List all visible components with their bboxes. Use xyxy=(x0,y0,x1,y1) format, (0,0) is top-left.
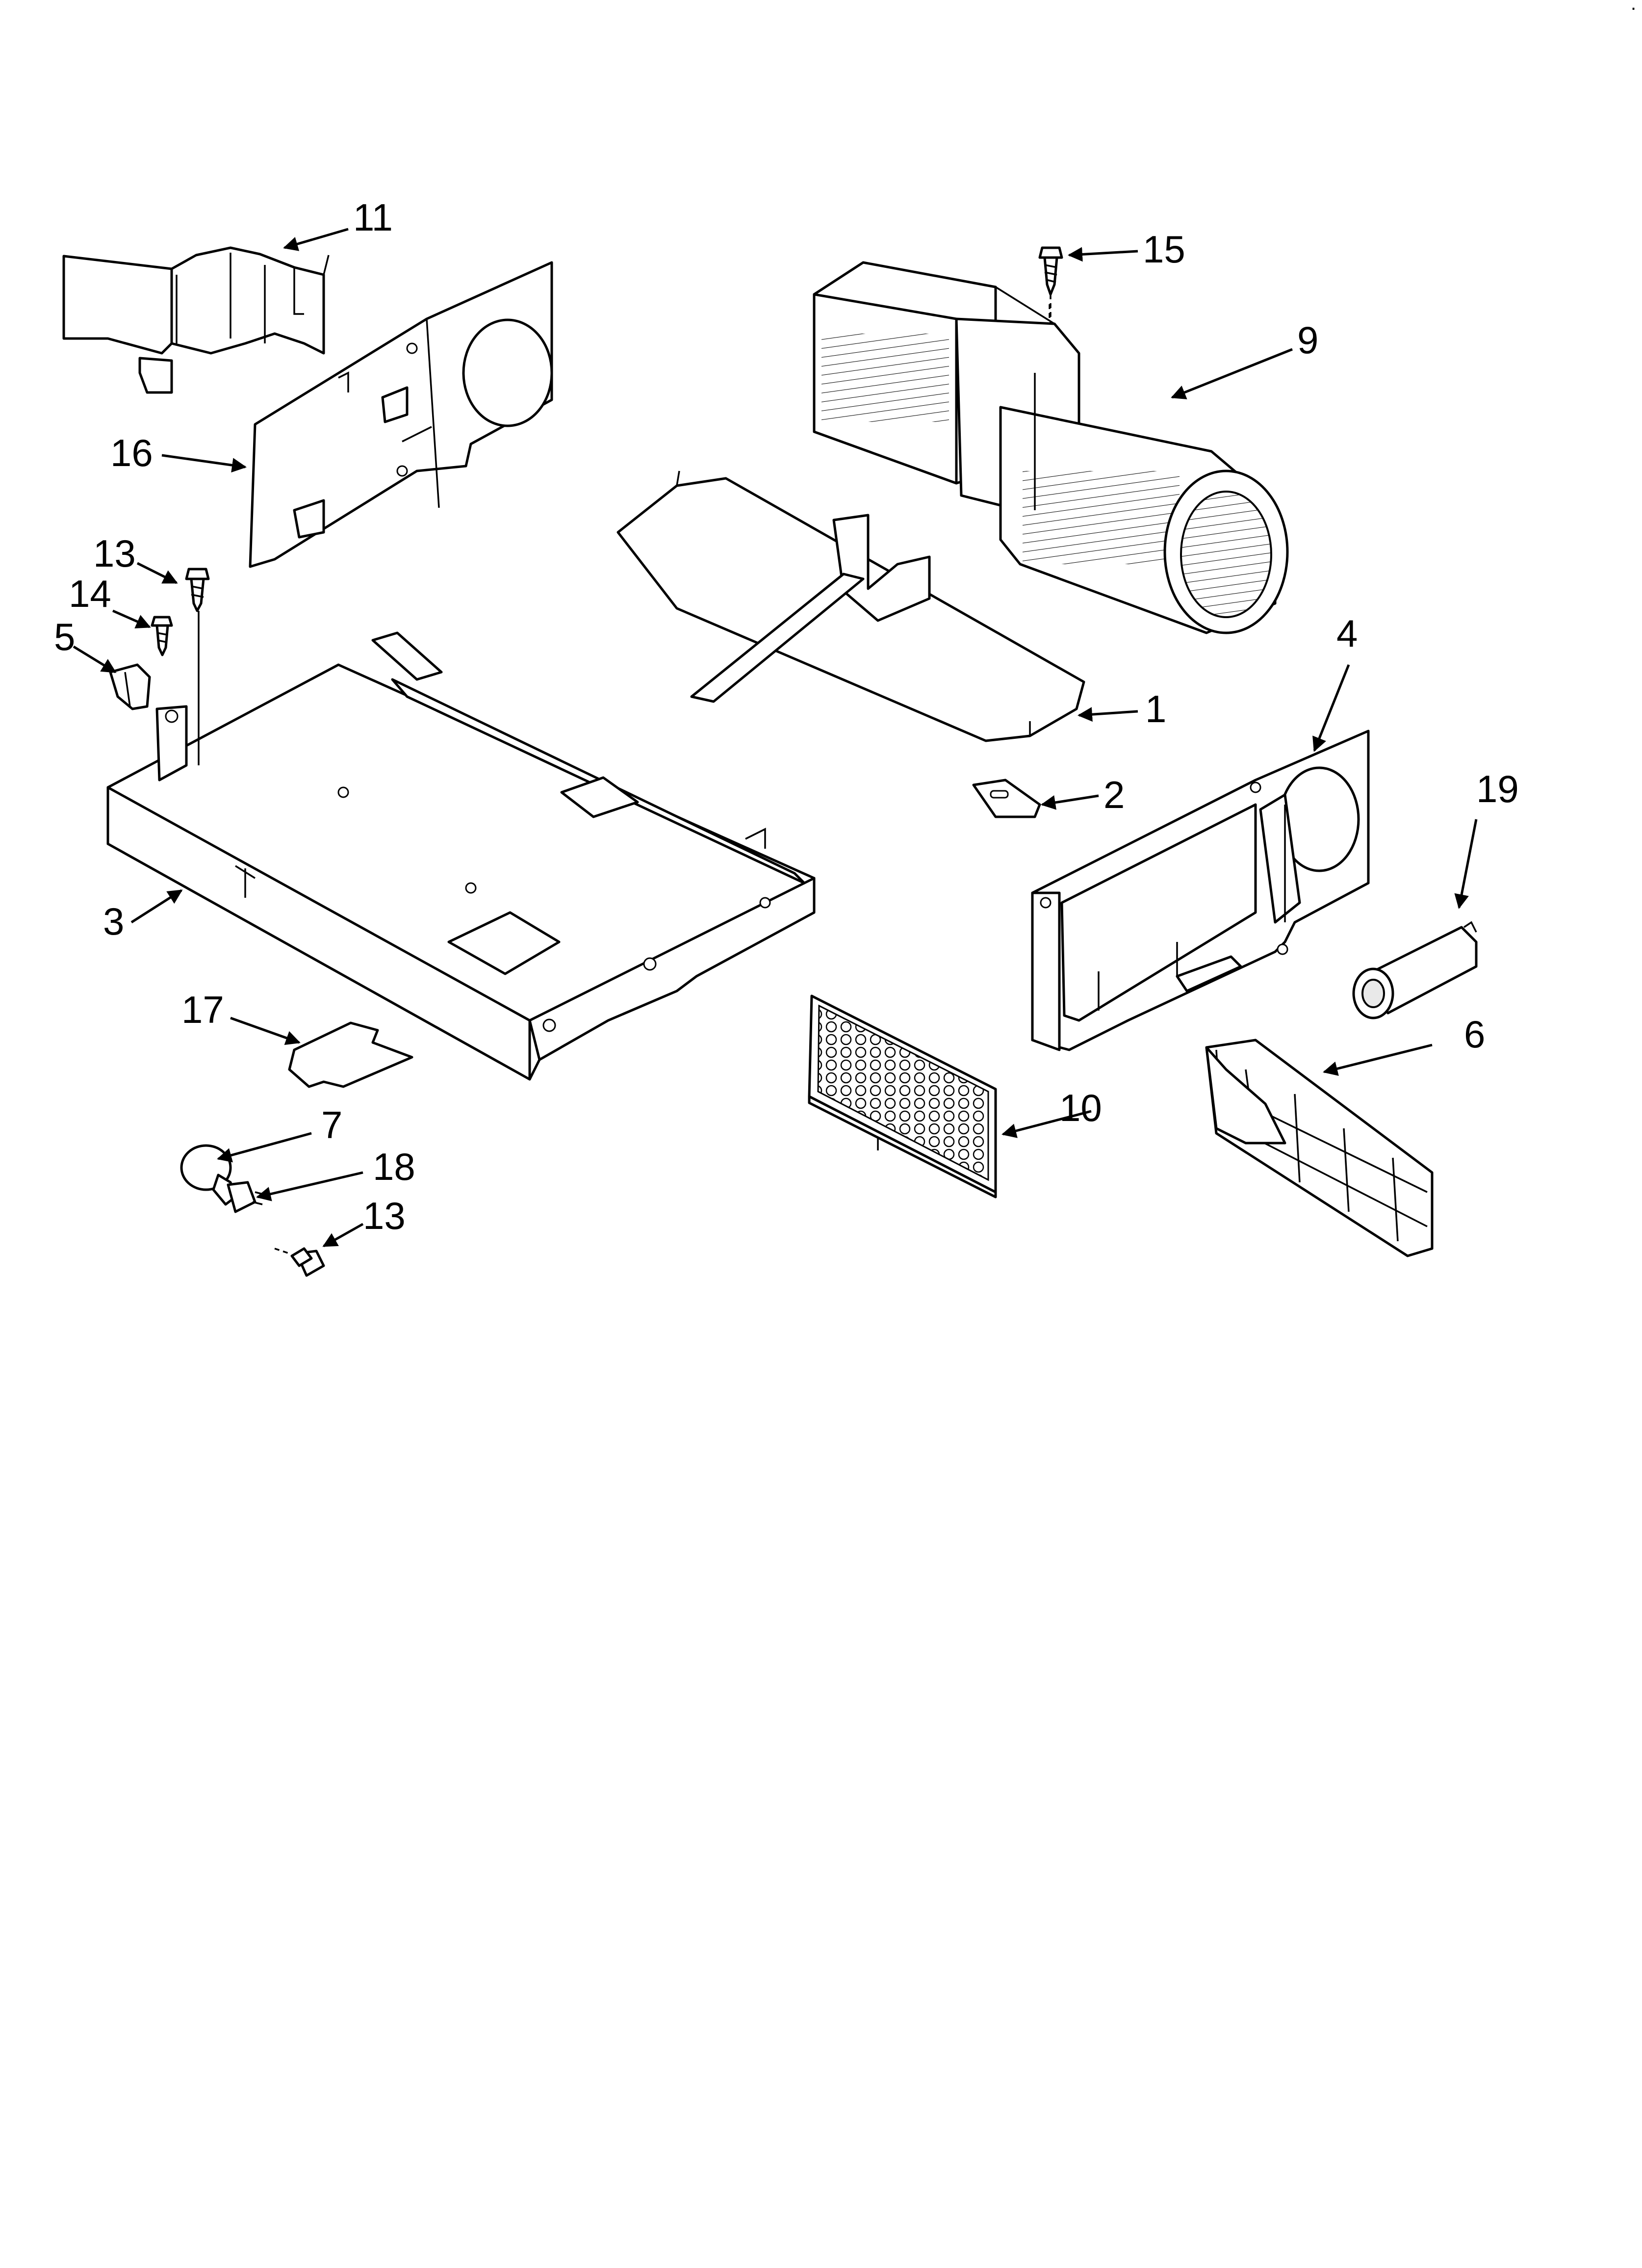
part-14-screw xyxy=(151,616,173,656)
part-5-clip xyxy=(109,663,151,710)
label-2: 2 xyxy=(1103,773,1125,816)
leader-13-lower xyxy=(322,1223,364,1248)
leader-5 xyxy=(73,645,117,674)
leader-9 xyxy=(1171,348,1293,399)
leader-7 xyxy=(217,1132,312,1163)
corner-mark: . xyxy=(1631,0,1636,14)
label-19: 19 xyxy=(1476,767,1519,810)
part-13-screw-lower xyxy=(274,1247,325,1277)
label-15: 15 xyxy=(1143,228,1185,271)
part-19-capacitor xyxy=(1352,921,1478,1019)
leader-3 xyxy=(130,889,183,924)
part-2-bracket xyxy=(972,779,1041,818)
label-1: 1 xyxy=(1145,687,1166,730)
part-3-base-tray xyxy=(106,631,816,1081)
leader-11 xyxy=(283,228,349,251)
label-16: 16 xyxy=(110,431,153,474)
label-5: 5 xyxy=(54,615,75,658)
label-7: 7 xyxy=(321,1103,342,1147)
leader-10 xyxy=(1001,1110,1092,1138)
leader-18 xyxy=(256,1171,363,1201)
part-11-air-guide xyxy=(62,246,330,394)
leader-14 xyxy=(112,609,151,628)
part-7-lamp xyxy=(180,1144,237,1206)
label-13-upper: 13 xyxy=(93,532,136,575)
part-4-frame xyxy=(1031,730,1370,1051)
label-4: 4 xyxy=(1336,612,1358,655)
leader-lines xyxy=(73,228,1478,1248)
label-18: 18 xyxy=(373,1145,415,1188)
label-3: 3 xyxy=(103,900,124,943)
leader-6 xyxy=(1323,1043,1433,1076)
label-6: 6 xyxy=(1464,1013,1485,1056)
part-6-filter-frame xyxy=(1205,1039,1434,1257)
label-10: 10 xyxy=(1059,1086,1102,1129)
part-10-grille xyxy=(808,994,997,1199)
leader-13-upper xyxy=(136,562,178,584)
leader-19 xyxy=(1454,819,1478,909)
part-17-cover-plate xyxy=(288,1021,413,1088)
label-14: 14 xyxy=(69,572,111,615)
label-9: 9 xyxy=(1297,318,1318,362)
part-15-screw xyxy=(1038,246,1063,324)
part-labels: 11 15 9 16 13 14 5 4 1 19 2 3 17 6 10 7 … xyxy=(54,196,1519,1237)
label-13-lower: 13 xyxy=(363,1194,406,1237)
leader-4 xyxy=(1312,664,1350,752)
leader-2 xyxy=(1041,794,1099,810)
leader-1 xyxy=(1078,707,1138,722)
label-11: 11 xyxy=(353,196,393,239)
part-13-screw-upper xyxy=(185,568,210,765)
leader-17 xyxy=(230,1017,301,1045)
leader-15 xyxy=(1068,247,1138,262)
part-16-mounting-plate xyxy=(249,261,553,568)
part-1-plate xyxy=(616,470,1085,742)
part-9-blower-assembly xyxy=(813,261,1289,634)
label-17: 17 xyxy=(181,988,224,1031)
leader-16 xyxy=(161,454,247,473)
